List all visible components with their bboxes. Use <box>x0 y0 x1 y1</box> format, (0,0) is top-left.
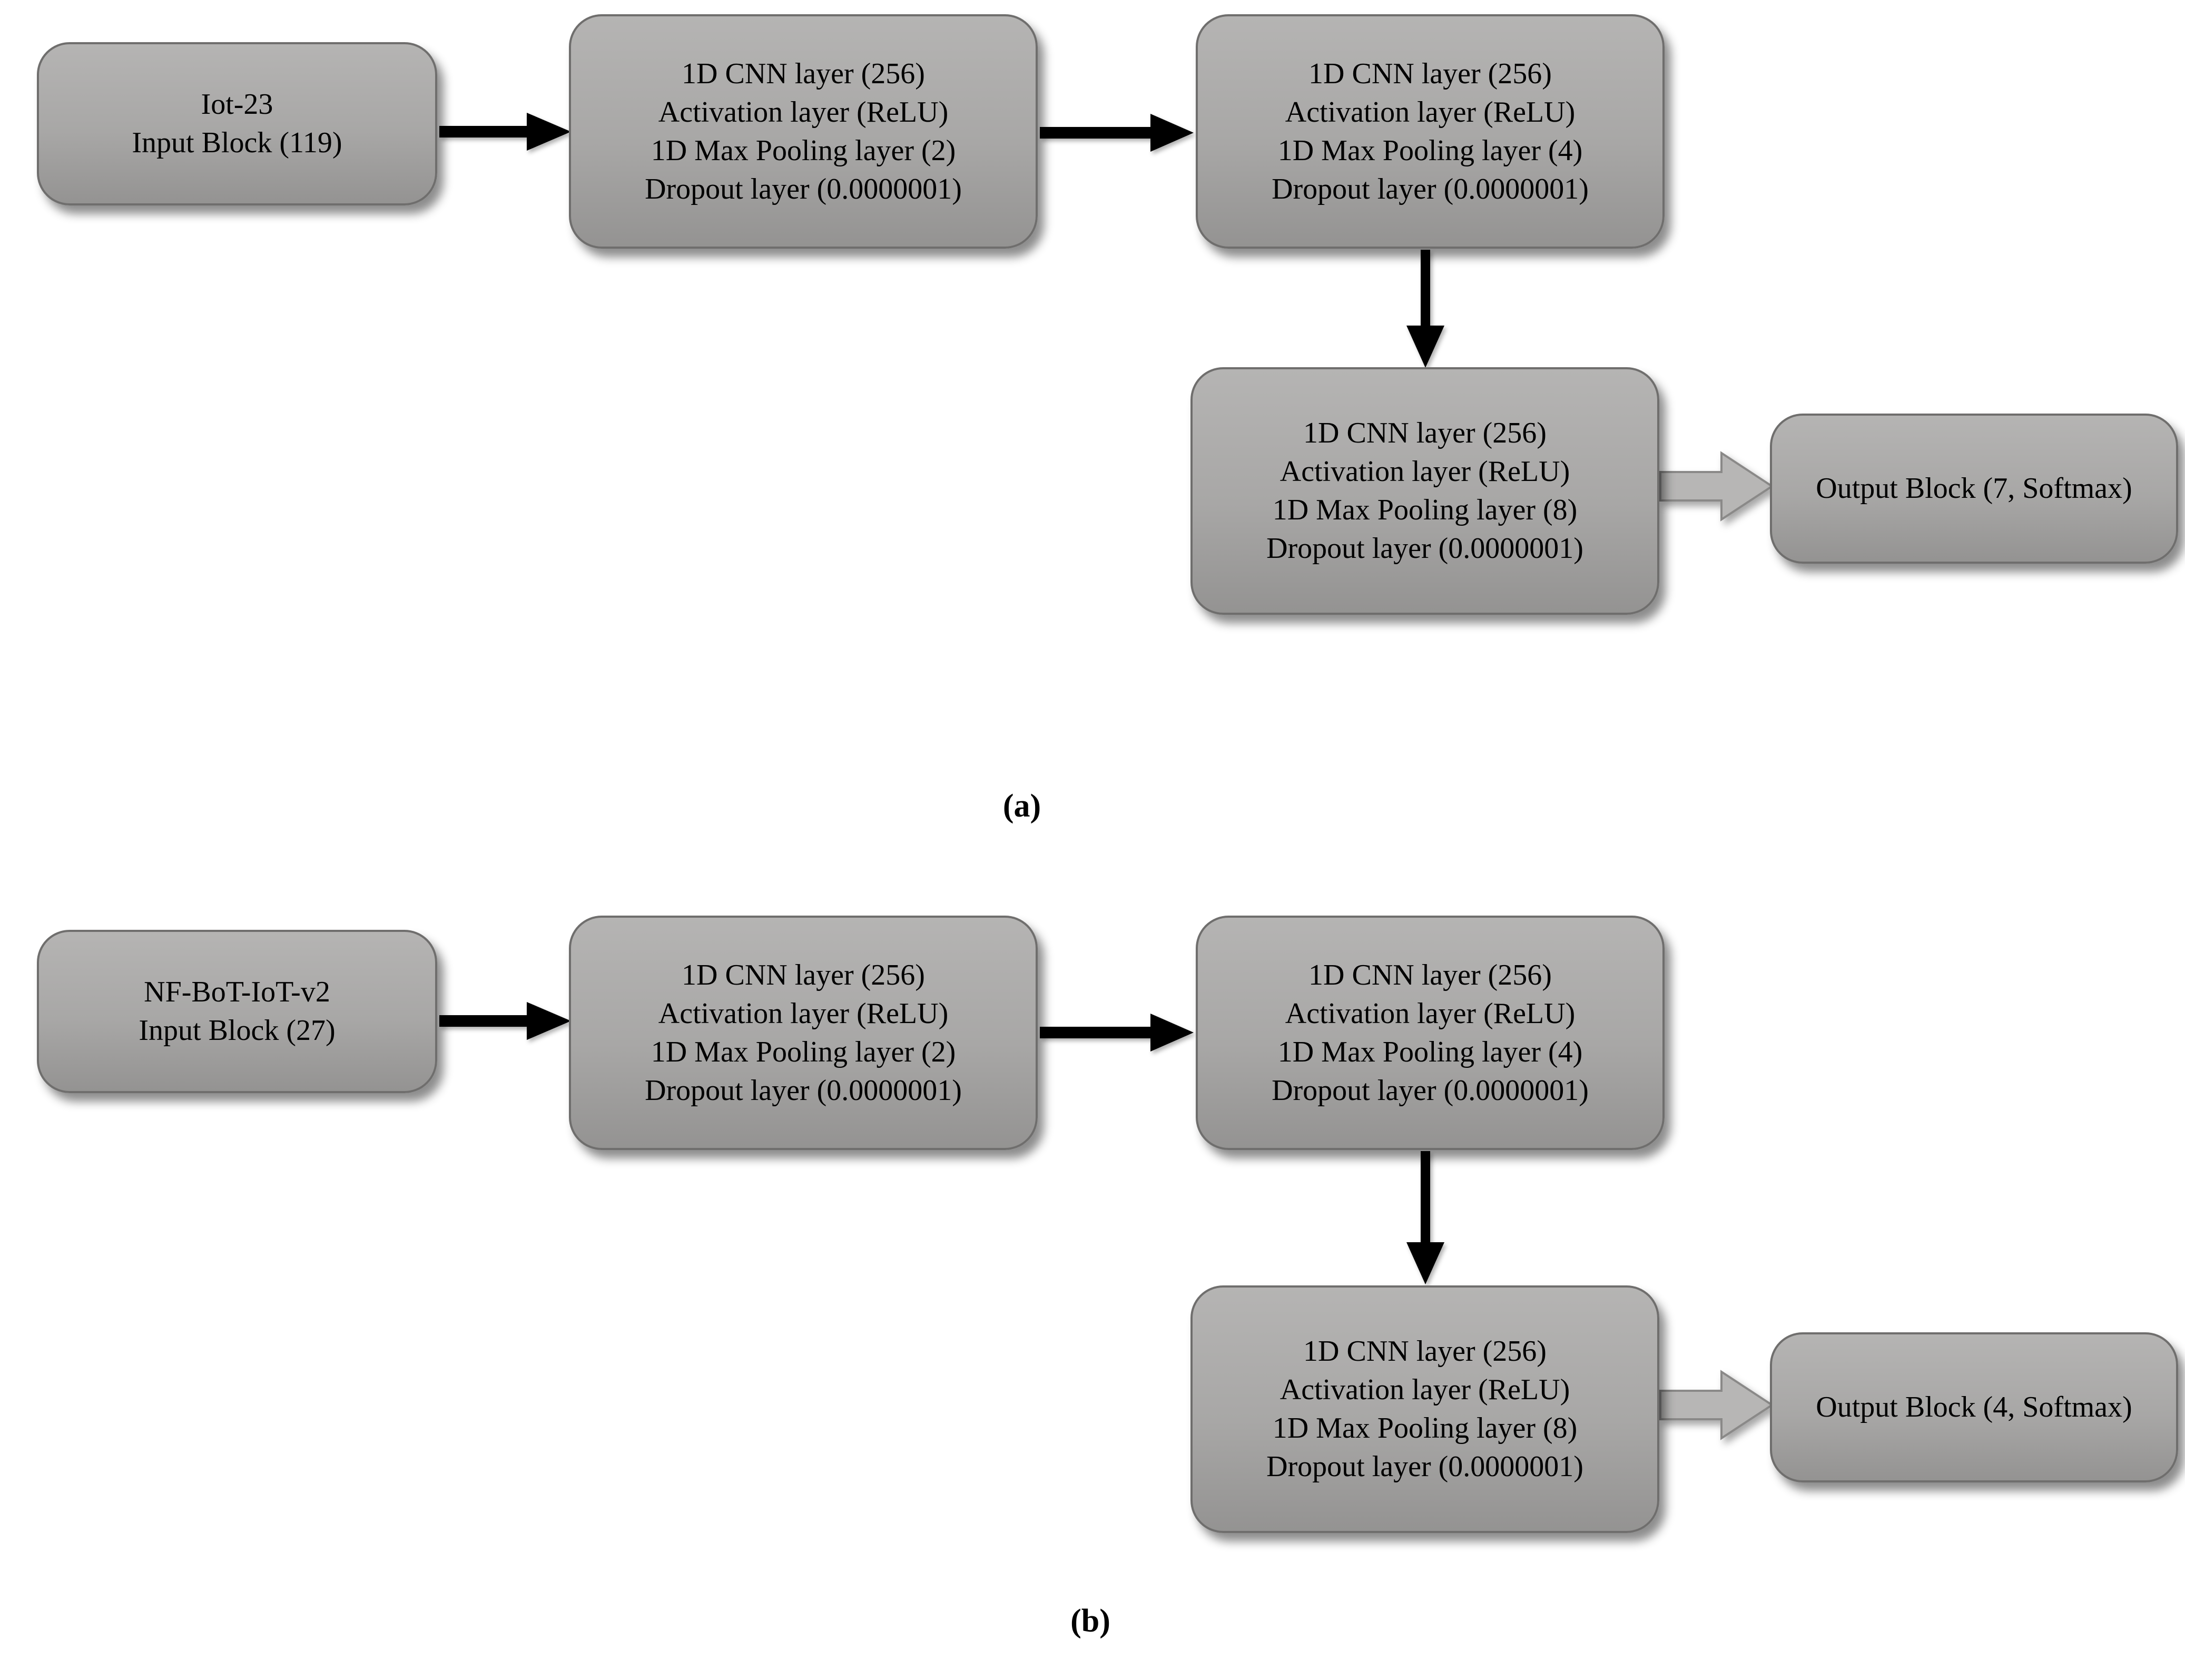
dropout-layer-line: Dropout layer (0.0000001) <box>1272 1074 1589 1107</box>
panel-a-input-block: Iot-23 Input Block (119) <box>37 42 437 205</box>
panel-a-output-block: Output Block (7, Softmax) <box>1770 414 2178 564</box>
panel-a-cnn-block-1: 1D CNN layer (256) Activation layer (ReL… <box>569 14 1038 249</box>
cnn-layer-line: 1D CNN layer (256) <box>682 57 925 90</box>
max-pooling-layer-line: 1D Max Pooling layer (8) <box>1272 494 1578 526</box>
max-pooling-layer-line: 1D Max Pooling layer (2) <box>651 134 956 167</box>
panel-b-cnn-block-2: 1D CNN layer (256) Activation layer (ReL… <box>1196 916 1665 1150</box>
cnn-layer-line: 1D CNN layer (256) <box>1303 417 1547 449</box>
panel-b-input-block: NF-BoT-IoT-v2 Input Block (27) <box>37 930 437 1093</box>
arrow-b-cnn1-to-cnn2 <box>1040 1014 1194 1052</box>
panel-b-output-block: Output Block (4, Softmax) <box>1770 1332 2178 1482</box>
max-pooling-layer-line: 1D Max Pooling layer (8) <box>1272 1412 1578 1445</box>
arrow-a-cnn2-to-cnn3 <box>1406 250 1444 368</box>
max-pooling-layer-line: 1D Max Pooling layer (4) <box>1277 1035 1583 1068</box>
output-block-label: Output Block (7, Softmax) <box>1816 472 2132 505</box>
activation-layer-line: Activation layer (ReLU) <box>1279 455 1570 488</box>
panel-a-cnn-block-3: 1D CNN layer (256) Activation layer (ReL… <box>1190 367 1659 615</box>
activation-layer-line: Activation layer (ReLU) <box>658 997 949 1030</box>
panel-a-caption: (a) <box>1002 788 1041 824</box>
activation-layer-line: Activation layer (ReLU) <box>1285 997 1576 1030</box>
dropout-layer-line: Dropout layer (0.0000001) <box>1272 172 1589 205</box>
block-arrow-b-cnn3-to-output <box>1659 1370 1774 1440</box>
cnn-layer-line: 1D CNN layer (256) <box>1303 1335 1547 1368</box>
cnn-layer-line: 1D CNN layer (256) <box>1308 57 1552 90</box>
max-pooling-layer-line: 1D Max Pooling layer (2) <box>651 1035 956 1068</box>
panel-b-cnn-block-3: 1D CNN layer (256) Activation layer (ReL… <box>1190 1285 1659 1533</box>
panel-a-cnn-block-2: 1D CNN layer (256) Activation layer (ReL… <box>1196 14 1665 249</box>
cnn-layer-line: 1D CNN layer (256) <box>682 958 925 991</box>
arrow-b-input-to-cnn1 <box>439 1002 571 1040</box>
cnn-layer-line: 1D CNN layer (256) <box>1308 958 1552 991</box>
block-arrow-a-cnn3-to-output <box>1659 451 1774 522</box>
panel-b-cnn-block-1: 1D CNN layer (256) Activation layer (ReL… <box>569 916 1038 1150</box>
activation-layer-line: Activation layer (ReLU) <box>1279 1373 1570 1406</box>
max-pooling-layer-line: 1D Max Pooling layer (4) <box>1277 134 1583 167</box>
input-block-title: Iot-23 <box>201 88 273 121</box>
input-block-title: NF-BoT-IoT-v2 <box>144 976 330 1008</box>
input-block-subtitle: Input Block (27) <box>139 1014 336 1047</box>
activation-layer-line: Activation layer (ReLU) <box>658 95 949 129</box>
dropout-layer-line: Dropout layer (0.0000001) <box>1266 1450 1583 1483</box>
dropout-layer-line: Dropout layer (0.0000001) <box>645 1074 962 1107</box>
activation-layer-line: Activation layer (ReLU) <box>1285 95 1576 129</box>
output-block-label: Output Block (4, Softmax) <box>1816 1391 2132 1423</box>
input-block-subtitle: Input Block (119) <box>132 126 342 159</box>
arrow-a-input-to-cnn1 <box>439 113 571 151</box>
panel-b-caption: (b) <box>1070 1603 1110 1639</box>
dropout-layer-line: Dropout layer (0.0000001) <box>1266 532 1583 565</box>
arrow-a-cnn1-to-cnn2 <box>1040 114 1194 152</box>
arrow-b-cnn2-to-cnn3 <box>1406 1151 1444 1284</box>
dropout-layer-line: Dropout layer (0.0000001) <box>645 172 962 205</box>
